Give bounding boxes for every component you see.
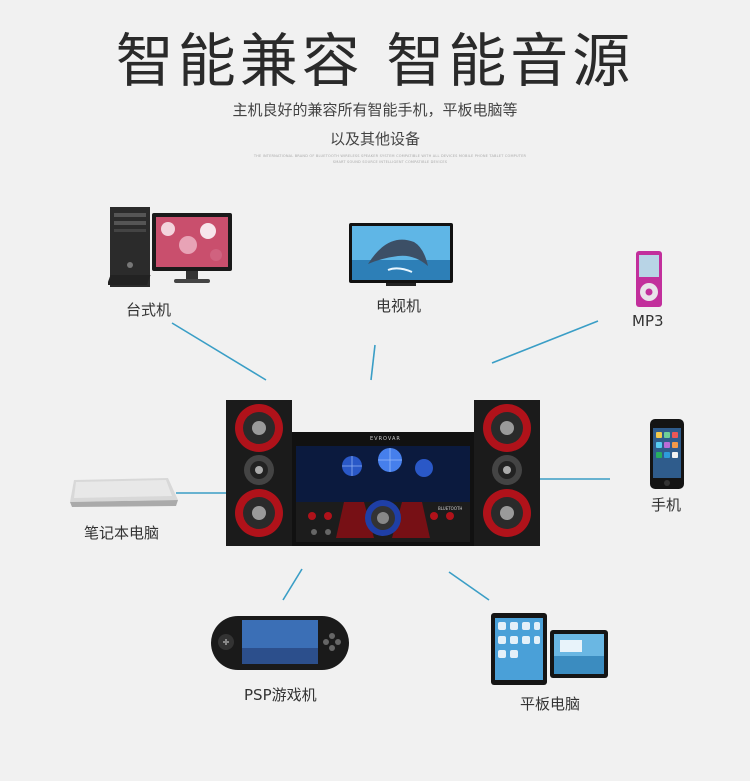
left-tweeter — [244, 455, 274, 485]
line-mp3 — [491, 320, 599, 364]
speaker-brand: EVROVAR — [370, 436, 401, 442]
smartphone-icon — [650, 419, 684, 489]
label-psp: PSP游戏机 — [244, 686, 317, 704]
desktop-computer-icon — [108, 207, 232, 287]
psp-console-icon — [211, 616, 349, 670]
line-tablet — [448, 571, 490, 601]
speaker-model: BLUETOOTH — [438, 506, 463, 511]
page-title: 智能兼容 智能音源 — [115, 27, 635, 95]
line-desktop — [171, 322, 267, 381]
speaker-system-icon — [226, 400, 540, 546]
label-phone: 手机 — [651, 496, 682, 514]
label-desktop: 台式机 — [126, 301, 172, 319]
laptop-icon — [70, 478, 178, 507]
fineprint-line-1: THE INTERNATIONAL BRAND OF BLUETOOTH WIR… — [253, 154, 527, 158]
subtitle-line-2: 以及其他设备 — [329, 130, 420, 148]
tablet-icon — [491, 613, 608, 685]
tv-icon — [349, 223, 453, 286]
subtitle-line-1: 主机良好的兼容所有智能手机，平板电脑等 — [232, 101, 518, 119]
label-tv: 电视机 — [376, 297, 422, 315]
right-woofer-bottom — [483, 489, 531, 537]
mp3-player-icon — [636, 251, 662, 307]
left-woofer-top — [235, 404, 283, 452]
fineprint-line-2: SMART SOUND SOURCE INTELLIGENT COMPATIBL… — [332, 160, 448, 164]
left-woofer-bottom — [235, 489, 283, 537]
label-tablet: 平板电脑 — [520, 695, 581, 713]
line-tv — [370, 344, 376, 381]
right-woofer-top — [483, 404, 531, 452]
label-mp3: MP3 — [632, 312, 664, 330]
label-laptop: 笔记本电脑 — [84, 524, 160, 542]
right-tweeter — [492, 455, 522, 485]
line-psp — [282, 568, 303, 601]
